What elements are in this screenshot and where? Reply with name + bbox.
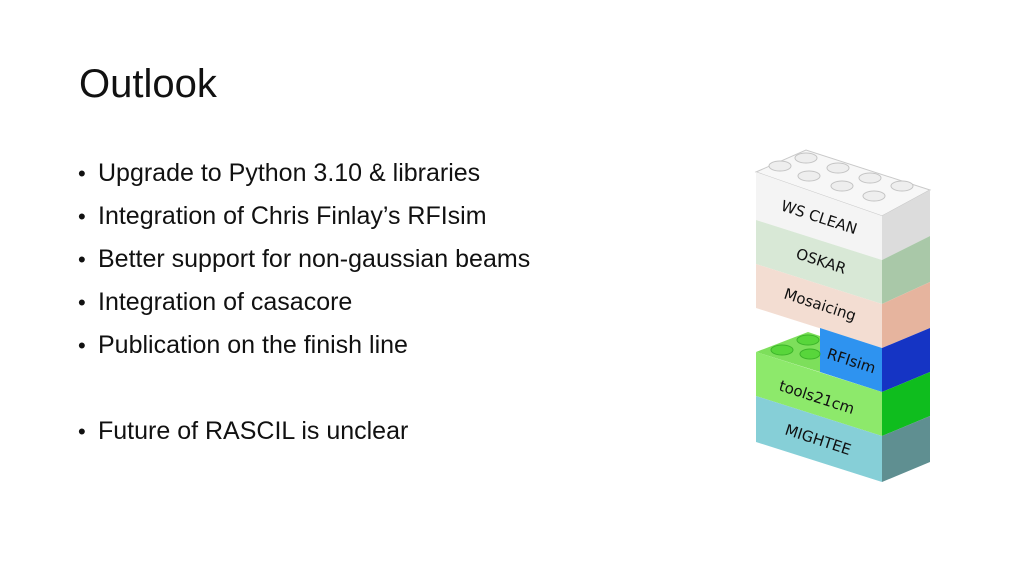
- bullet-item: • Future of RASCIL is unclear: [78, 410, 530, 453]
- brick-studs: [768, 152, 914, 202]
- brick-ws-clean-side: [882, 190, 930, 260]
- brick-tools21cm-side: [882, 372, 930, 436]
- brick-mightee-side: [882, 416, 930, 482]
- brick-mosaicing-front: [756, 264, 882, 348]
- bullet-item: • Better support for non-gaussian beams: [78, 238, 530, 281]
- brick-tools21cm-front: [756, 352, 882, 436]
- brick-rfisim-side: [882, 328, 930, 392]
- brick-oskar-side: [882, 236, 930, 304]
- bullet-text: Publication on the finish line: [98, 331, 408, 359]
- bullet-item: • Upgrade to Python 3.10 & libraries: [78, 152, 530, 195]
- bullet-glyph: •: [78, 290, 86, 315]
- lego-brick-stack-illustration: WS CLEAN OSKAR Mosaicing RFIsim: [740, 140, 950, 500]
- brick-studs-green: [770, 334, 821, 360]
- bullet-text: Upgrade to Python 3.10 & libraries: [98, 159, 481, 187]
- bullet-text: Integration of Chris Finlay’s RFIsim: [98, 202, 487, 230]
- bullet-glyph: •: [78, 161, 86, 186]
- brick-ws-clean-front: [756, 172, 882, 260]
- bullet-item: • Publication on the finish line: [78, 324, 530, 367]
- bullet-glyph: •: [78, 333, 86, 358]
- brick-rfisim-front: [820, 328, 882, 392]
- slide-title: Outlook: [79, 62, 217, 106]
- bullet-item: • Integration of Chris Finlay’s RFIsim: [78, 195, 530, 238]
- brick-oskar-front: [756, 220, 882, 304]
- brick-mightee-front: [756, 396, 882, 482]
- bullet-list: • Upgrade to Python 3.10 & libraries • I…: [78, 152, 530, 453]
- bullet-glyph: •: [78, 204, 86, 229]
- lego-stack-svg: WS CLEAN OSKAR Mosaicing RFIsim: [754, 149, 932, 482]
- bullet-text: Integration of casacore: [98, 288, 353, 316]
- bullet-text: Better support for non-gaussian beams: [98, 245, 531, 273]
- bullet-glyph: •: [78, 419, 86, 444]
- bullet-item: • Integration of casacore: [78, 281, 530, 324]
- bullet-text: Future of RASCIL is unclear: [98, 417, 409, 445]
- brick-mosaicing-side: [882, 282, 930, 348]
- bullet-glyph: •: [78, 247, 86, 272]
